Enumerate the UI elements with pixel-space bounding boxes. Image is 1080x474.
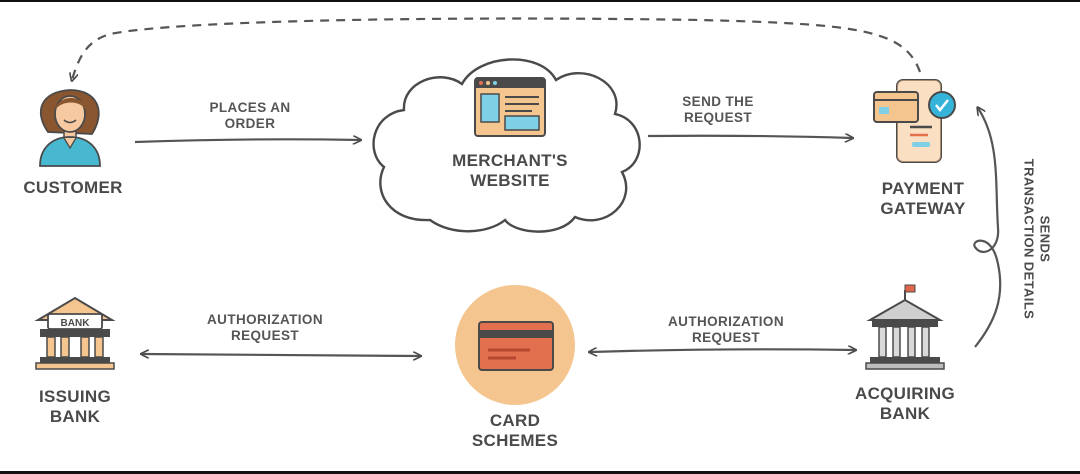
edge-label-auth-right: AUTHORIZATION REQUEST xyxy=(651,314,801,345)
arrow-auth-left xyxy=(142,354,420,356)
cloud-shape xyxy=(372,58,641,233)
auth-left-line2: REQUEST xyxy=(230,327,300,343)
node-label-card: CARD SCHEMES xyxy=(440,411,590,450)
node-label-gateway: PAYMENT GATEWAY xyxy=(848,179,998,218)
auth-right-line2: REQUEST xyxy=(691,329,761,345)
edge-label-places-order: PLACES AN ORDER xyxy=(180,100,320,131)
arrow-send-request xyxy=(647,136,852,138)
auth-right-line1: AUTHORIZATION xyxy=(668,314,784,329)
customer-label: CUSTOMER xyxy=(23,178,123,197)
acquiring-label-line2: BANK xyxy=(879,403,931,423)
edge-label-sends-details: SENDS TRANSACTION DETAILS xyxy=(1021,119,1053,359)
edge-label-auth-left: AUTHORIZATION REQUEST xyxy=(190,312,340,343)
card-schemes-icon xyxy=(455,285,575,405)
edge-label-send-request: SEND THE REQUEST xyxy=(650,94,786,125)
merchant-label-line2: WEBSITE xyxy=(470,170,550,190)
sends-details-line2: TRANSACTION DETAILS xyxy=(1022,158,1037,320)
node-label-acquiring: ACQUIRING BANK xyxy=(830,384,980,423)
card-label-line1: CARD xyxy=(489,411,541,430)
browser-window-icon xyxy=(474,77,546,137)
bank-sign-text: BANK xyxy=(61,318,91,329)
issuing-bank-icon xyxy=(34,296,116,370)
dashed-return-arrow xyxy=(72,17,922,80)
node-label-customer: CUSTOMER xyxy=(10,178,136,198)
card-label-line2: SCHEMES xyxy=(471,430,559,450)
sends-details-line1: SENDS xyxy=(1037,215,1053,263)
arrow-places-order xyxy=(134,139,360,142)
node-label-merchant: MERCHANT'S WEBSITE xyxy=(420,151,600,190)
acquiring-label-line1: ACQUIRING xyxy=(855,384,955,403)
acquiring-bank-icon xyxy=(865,284,945,370)
node-label-issuing: ISSUING BANK xyxy=(15,387,135,426)
auth-left-line1: AUTHORIZATION xyxy=(207,312,323,327)
places-order-line2: ORDER xyxy=(224,115,276,131)
gateway-label-line2: GATEWAY xyxy=(880,198,966,218)
issuing-label-line2: BANK xyxy=(49,406,101,426)
arrow-sends-details xyxy=(973,108,1002,348)
issuing-label-line1: ISSUING xyxy=(38,387,111,406)
send-request-line2: REQUEST xyxy=(683,109,753,125)
customer-avatar-icon xyxy=(39,89,101,167)
arrow-auth-right xyxy=(590,349,855,352)
gateway-label-line1: PAYMENT xyxy=(881,179,965,198)
places-order-line1: PLACES AN xyxy=(209,100,291,115)
send-request-line1: SEND THE xyxy=(682,94,754,109)
merchant-label-line1: MERCHANT'S xyxy=(452,151,568,170)
payment-gateway-icon xyxy=(873,79,956,163)
